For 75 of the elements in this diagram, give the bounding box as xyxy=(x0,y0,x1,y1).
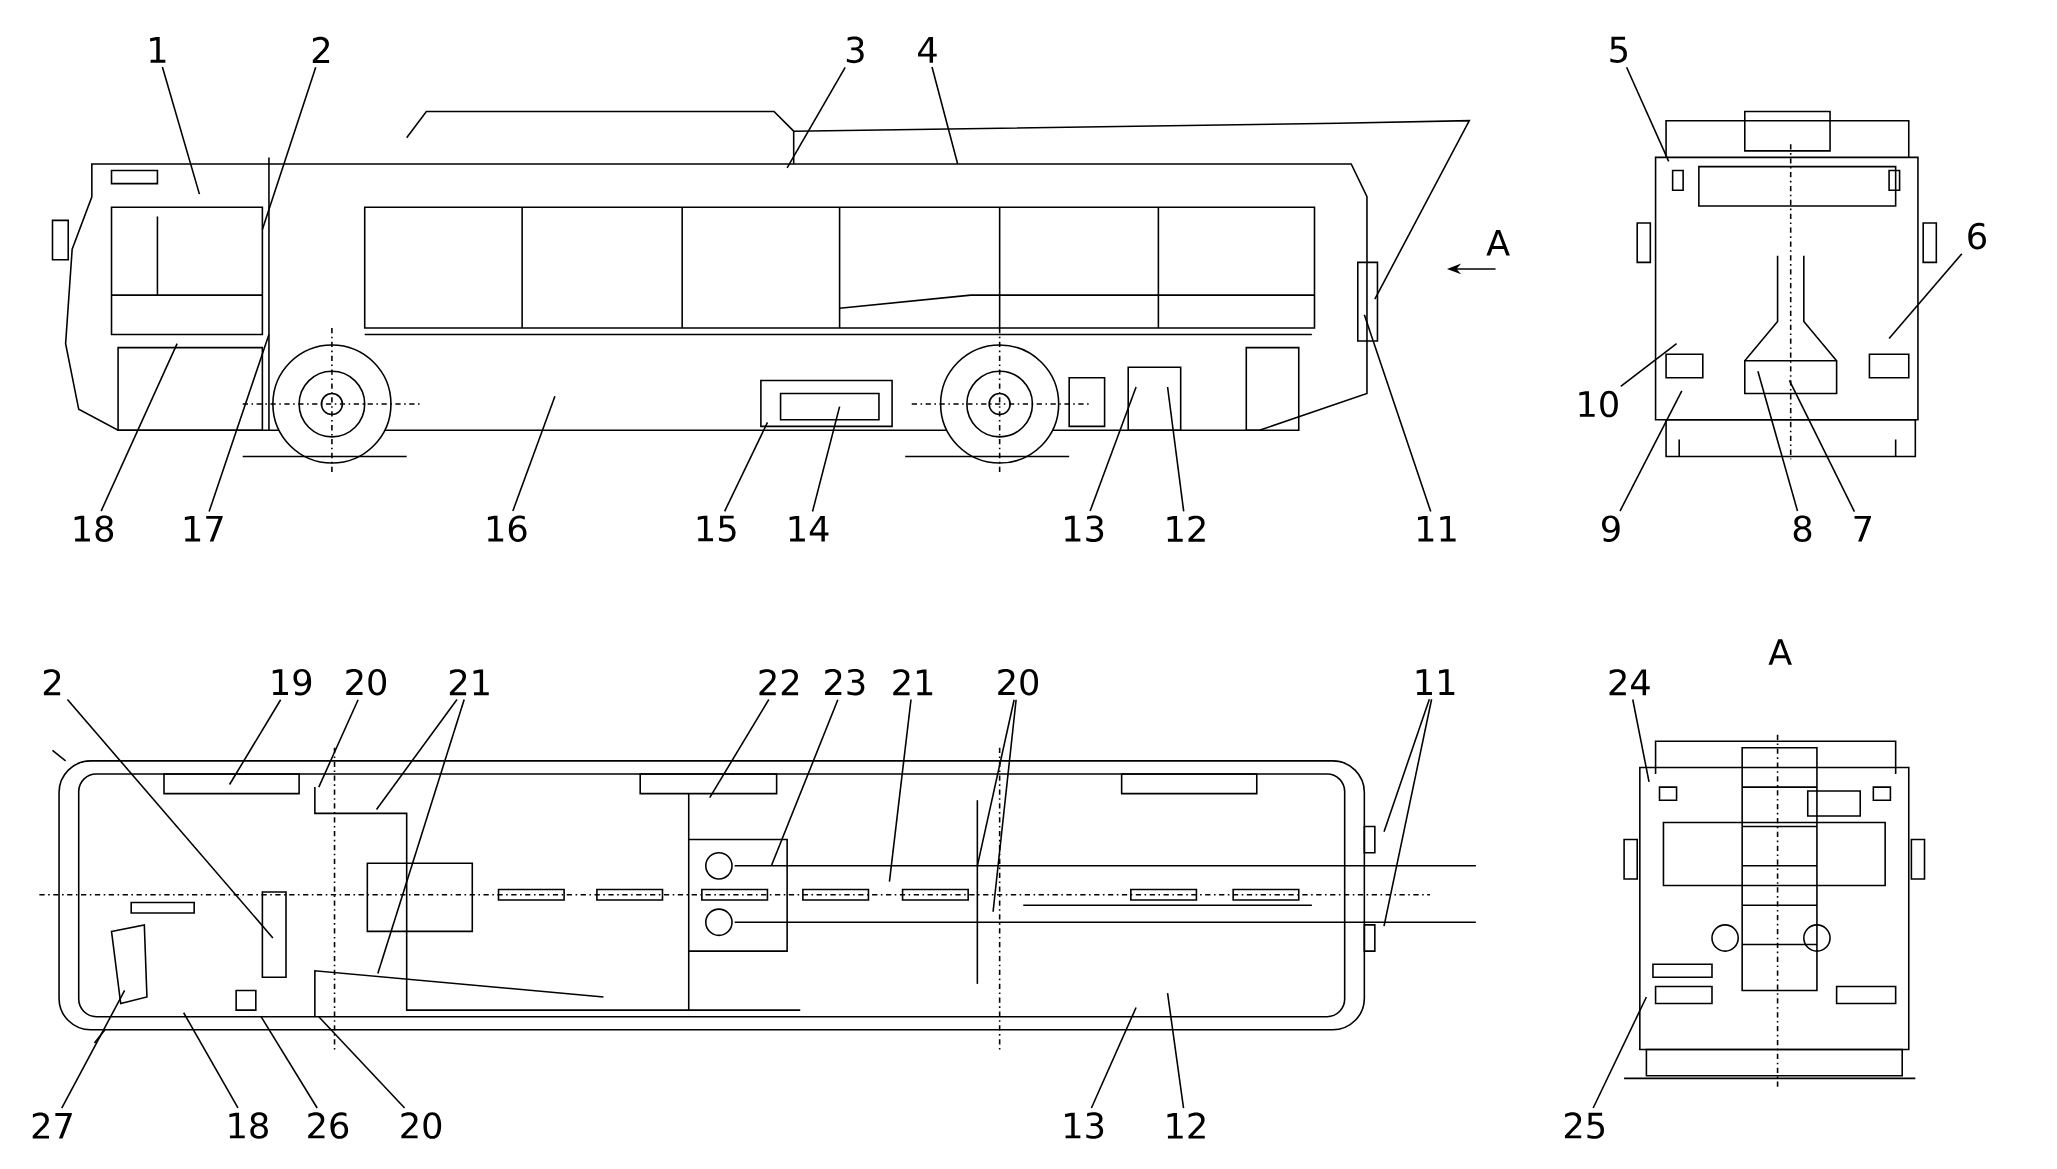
leader-line xyxy=(66,698,274,939)
leader-line xyxy=(1166,992,1185,1110)
leader-line xyxy=(375,698,458,811)
leader-line xyxy=(1383,698,1433,928)
callout-number: 20 xyxy=(998,668,1039,696)
callout-number: 23 xyxy=(825,668,865,696)
callout-number: 20 xyxy=(401,1112,442,1139)
callout-number: 13 xyxy=(1065,515,1104,543)
leader-line xyxy=(888,698,912,883)
callout-number: 2 xyxy=(312,36,330,63)
leader-line xyxy=(992,699,1017,913)
leader-line xyxy=(708,698,770,799)
callout-number: 20 xyxy=(346,668,387,696)
callout-number: 1 xyxy=(150,37,166,63)
leader-line xyxy=(1166,386,1185,513)
callout-number: 3 xyxy=(846,36,864,64)
callout-number: 21 xyxy=(893,669,933,696)
callout-number: 25 xyxy=(1564,1112,1604,1139)
leader-line xyxy=(786,66,846,169)
callout-number: 22 xyxy=(759,669,799,696)
leader-line xyxy=(1383,698,1431,833)
callout-number: 11 xyxy=(1418,515,1456,542)
leader-line xyxy=(261,66,317,231)
callout-number: 21 xyxy=(449,669,489,696)
leader-line xyxy=(208,333,270,513)
callout-number: 17 xyxy=(184,515,223,542)
leader-line xyxy=(1619,390,1683,512)
leader-line xyxy=(1888,253,1963,340)
leader-line xyxy=(1620,343,1678,388)
leader-line xyxy=(1757,370,1799,512)
callout-number: 18 xyxy=(74,515,114,543)
leader-line xyxy=(1625,66,1670,163)
leader-line xyxy=(931,66,959,165)
leader-line xyxy=(512,395,556,512)
leader-line xyxy=(976,699,1015,867)
callout-number: 24 xyxy=(1609,669,1650,696)
callout-number: 10 xyxy=(1579,390,1618,418)
callout-number: 5 xyxy=(1610,36,1627,63)
callout-number: 8 xyxy=(1793,515,1812,543)
leader-line xyxy=(1089,386,1137,512)
leader-line xyxy=(377,698,465,975)
leader-line xyxy=(260,1015,318,1109)
view-label: A xyxy=(1486,229,1510,256)
callout-number: 6 xyxy=(1968,222,1986,250)
leader-line xyxy=(228,699,282,786)
callout-number: 9 xyxy=(1602,515,1620,543)
callout-number: 4 xyxy=(918,37,937,63)
callout-number: 13 xyxy=(1065,1112,1104,1139)
callout-number: 27 xyxy=(32,1112,72,1139)
leader-line xyxy=(723,421,769,513)
leader-line xyxy=(1592,996,1648,1109)
callout-number: 12 xyxy=(1167,515,1205,542)
callout-number: 16 xyxy=(487,515,527,543)
leader-line xyxy=(1631,698,1650,783)
callout-number: 11 xyxy=(1416,669,1455,696)
callout-number: 19 xyxy=(272,668,312,696)
view-label: A xyxy=(1768,639,1792,665)
leader-line xyxy=(1788,379,1856,513)
callout-number: 15 xyxy=(697,515,736,542)
callout-number: 2 xyxy=(43,669,61,696)
leader-line xyxy=(318,1015,406,1109)
leader-line xyxy=(1363,314,1432,513)
leader-line xyxy=(770,699,839,867)
leader-line xyxy=(182,1012,239,1109)
leader-line xyxy=(161,66,201,195)
callout-number: 18 xyxy=(229,1112,268,1139)
leader-line xyxy=(100,343,178,512)
callout-number: 12 xyxy=(1167,1112,1205,1139)
callout-number: 14 xyxy=(789,515,829,542)
leader-line xyxy=(811,405,841,513)
callout-number: 26 xyxy=(308,1112,349,1139)
leader-line xyxy=(1090,1006,1137,1109)
callout-number: 7 xyxy=(1854,515,1871,542)
leader-line xyxy=(60,989,126,1110)
leader-line xyxy=(318,699,359,788)
